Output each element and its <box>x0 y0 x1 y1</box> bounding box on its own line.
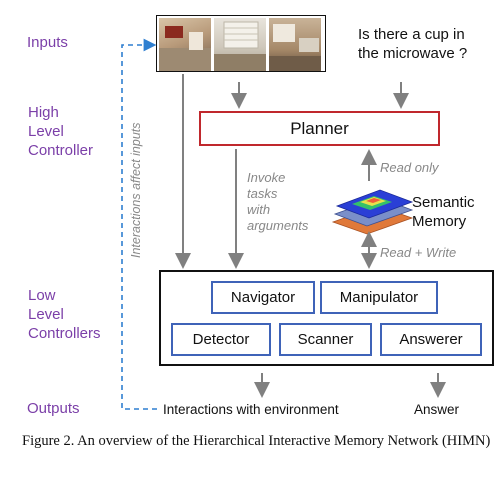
interactions-with-environment-label: Interactions with environment <box>163 402 339 417</box>
outputs-label: Outputs <box>27 400 80 417</box>
question-text: Is there a cup in the microwave ? <box>358 26 468 62</box>
detector-module: Detector <box>171 323 271 356</box>
invoke-tasks-label: Invoke tasks with arguments <box>247 170 309 233</box>
kitchen-photo-1 <box>159 18 211 71</box>
figure-caption: Figure 2. An overview of the Hierarchica… <box>22 433 491 449</box>
answerer-module: Answerer <box>380 323 482 356</box>
manipulator-module: Manipulator <box>320 281 438 314</box>
semantic-memory-label: Semantic Memory <box>412 194 475 230</box>
low-level-controllers-box <box>159 270 494 366</box>
kitchen-photo-3 <box>269 18 321 71</box>
answer-output-label: Answer <box>414 402 460 417</box>
input-image-strip <box>156 15 326 72</box>
read-only-label: Read only <box>380 160 439 175</box>
read-write-label: Read + Write <box>380 245 457 260</box>
inputs-label: Inputs <box>27 34 68 51</box>
planner-box: Planner <box>199 111 440 146</box>
high-level-controller-label: High Level Controller <box>28 104 94 159</box>
scanner-module: Scanner <box>279 323 372 356</box>
kitchen-photo-2 <box>214 18 266 71</box>
interactions-feedback-dashed-arrow <box>121 38 157 410</box>
navigator-module: Navigator <box>211 281 315 314</box>
low-level-controllers-label: Low Level Controllers <box>28 287 101 342</box>
